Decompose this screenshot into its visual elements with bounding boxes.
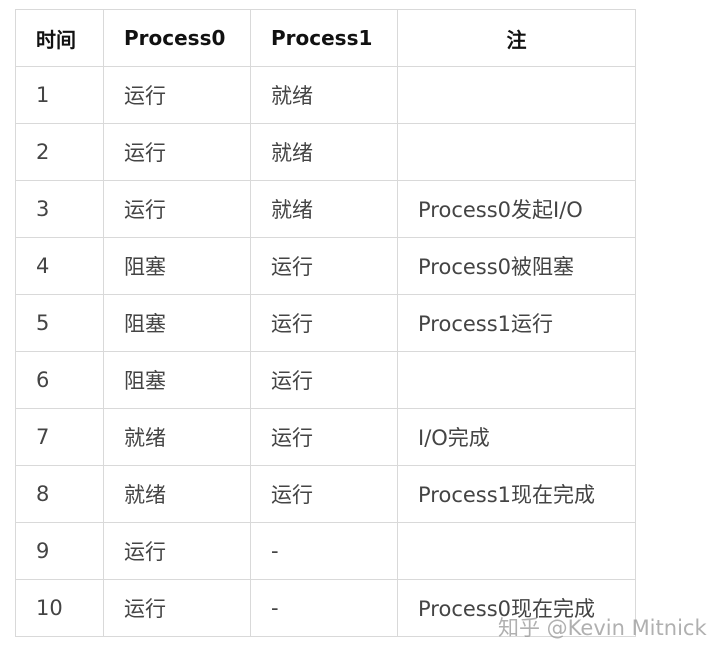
cell-process1: 运行	[250, 237, 398, 295]
cell-note	[397, 351, 636, 409]
cell-time: 5	[15, 294, 104, 352]
table-row: 6 阻塞 运行	[15, 351, 636, 409]
cell-note: I/O完成	[397, 408, 636, 466]
cell-note	[397, 66, 636, 124]
table-row: 7 就绪 运行 I/O完成	[15, 408, 636, 466]
cell-process0: 运行	[103, 579, 251, 637]
cell-time: 6	[15, 351, 104, 409]
table-header-row: 时间 Process0 Process1 注	[15, 9, 636, 67]
cell-process0: 阻塞	[103, 237, 251, 295]
cell-process0: 运行	[103, 522, 251, 580]
cell-time: 8	[15, 465, 104, 523]
header-process0: Process0	[103, 9, 251, 67]
table-row: 2 运行 就绪	[15, 123, 636, 181]
cell-process1: 运行	[250, 408, 398, 466]
cell-note: Process0现在完成	[397, 579, 636, 637]
cell-process1: -	[250, 579, 398, 637]
cell-note: Process1运行	[397, 294, 636, 352]
cell-time: 9	[15, 522, 104, 580]
cell-time: 10	[15, 579, 104, 637]
cell-process1: 运行	[250, 351, 398, 409]
cell-process1: 就绪	[250, 123, 398, 181]
table-row: 10 运行 - Process0现在完成	[15, 579, 636, 637]
cell-note	[397, 123, 636, 181]
header-process1: Process1	[250, 9, 398, 67]
table-row: 1 运行 就绪	[15, 66, 636, 124]
cell-process1: -	[250, 522, 398, 580]
cell-note: Process0被阻塞	[397, 237, 636, 295]
cell-time: 1	[15, 66, 104, 124]
cell-note	[397, 522, 636, 580]
cell-process1: 就绪	[250, 66, 398, 124]
cell-time: 2	[15, 123, 104, 181]
header-note: 注	[397, 9, 636, 67]
cell-process0: 阻塞	[103, 294, 251, 352]
table-row: 8 就绪 运行 Process1现在完成	[15, 465, 636, 523]
cell-process0: 阻塞	[103, 351, 251, 409]
cell-process0: 运行	[103, 66, 251, 124]
cell-process1: 就绪	[250, 180, 398, 238]
cell-process0: 运行	[103, 123, 251, 181]
table-row: 9 运行 -	[15, 522, 636, 580]
table-row: 3 运行 就绪 Process0发起I/O	[15, 180, 636, 238]
process-state-table: 时间 Process0 Process1 注 1 运行 就绪 2 运行 就绪 3…	[15, 9, 636, 637]
cell-process0: 就绪	[103, 465, 251, 523]
cell-process1: 运行	[250, 465, 398, 523]
table-row: 4 阻塞 运行 Process0被阻塞	[15, 237, 636, 295]
cell-time: 7	[15, 408, 104, 466]
header-time: 时间	[15, 9, 104, 67]
cell-process0: 就绪	[103, 408, 251, 466]
table-row: 5 阻塞 运行 Process1运行	[15, 294, 636, 352]
watermark: 知乎 @Kevin Mitnick	[498, 616, 707, 640]
cell-process1: 运行	[250, 294, 398, 352]
cell-process0: 运行	[103, 180, 251, 238]
cell-note: Process0发起I/O	[397, 180, 636, 238]
cell-note: Process1现在完成	[397, 465, 636, 523]
cell-time: 4	[15, 237, 104, 295]
cell-time: 3	[15, 180, 104, 238]
